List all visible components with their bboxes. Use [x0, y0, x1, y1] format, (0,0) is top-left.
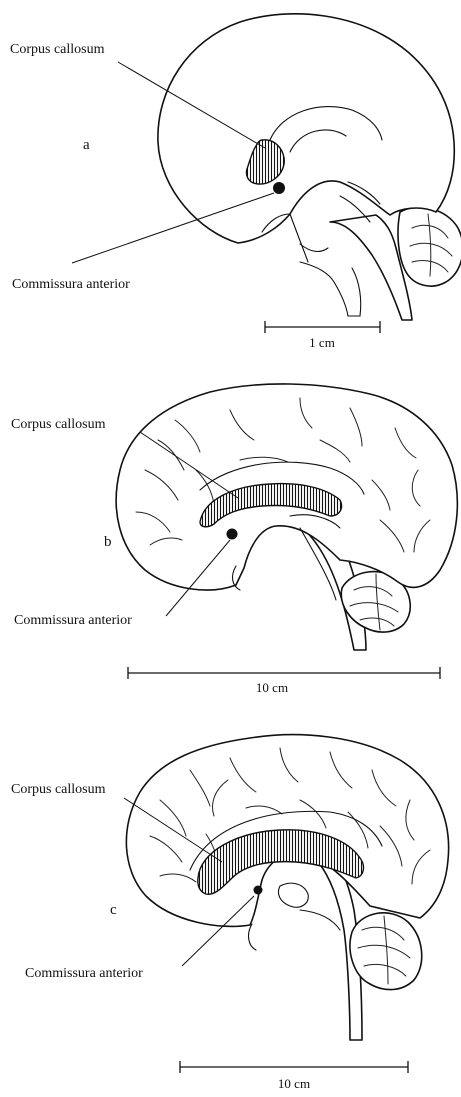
- panel-c-scale-label: 10 cm: [278, 1076, 310, 1091]
- panel-a-scale-label: 1 cm: [309, 335, 335, 350]
- panel-b-commissure-label: Commissura anterior: [14, 613, 132, 628]
- panel-a: Corpus callosum a Commissura anterior 1 …: [10, 14, 461, 350]
- panel-a-corpus-label: Corpus callosum: [10, 42, 105, 57]
- panel-a-letter: a: [83, 137, 90, 153]
- panel-c-anterior-commissure: [254, 886, 263, 895]
- panel-a-commissure-label: Commissura anterior: [12, 277, 130, 292]
- panel-b-letter: b: [104, 534, 112, 550]
- panel-b-scale-label: 10 cm: [256, 680, 288, 695]
- panel-c-letter: c: [110, 902, 117, 918]
- panel-a-cerebellum: [398, 207, 461, 286]
- panel-c-scale-bar: 10 cm: [180, 1061, 408, 1091]
- panel-b-scale-bar: 10 cm: [128, 667, 440, 695]
- panel-a-hemisphere: [158, 14, 454, 243]
- panel-c-cerebellum: [350, 913, 422, 990]
- panel-a-scale-bar: 1 cm: [265, 321, 380, 350]
- panel-c-commissure-label: Commissura anterior: [25, 966, 143, 981]
- panel-b-corpus-label: Corpus callosum: [11, 417, 106, 432]
- panel-c: Corpus callosum c Commissura anterior 10…: [11, 735, 449, 1091]
- panel-c-corpus-label: Corpus callosum: [11, 782, 106, 797]
- panel-b-anterior-commissure: [227, 529, 238, 540]
- panel-b: Corpus callosum b Commissura anterior 10…: [11, 384, 457, 695]
- panel-a-anterior-commissure: [273, 182, 285, 194]
